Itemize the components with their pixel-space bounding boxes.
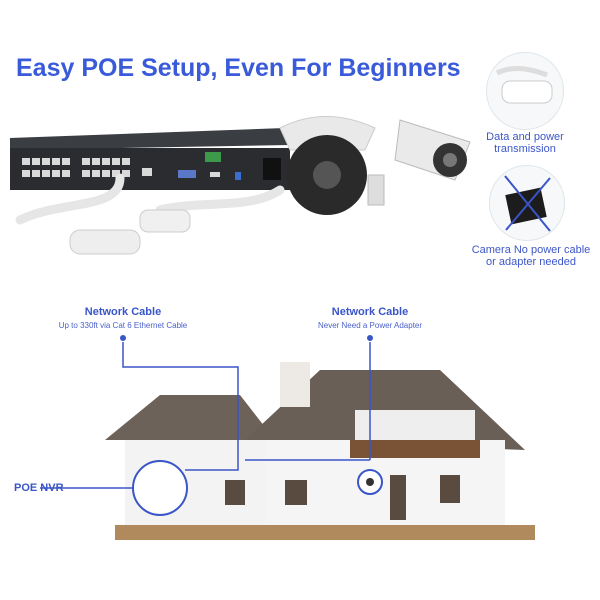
caption-line: transmission — [494, 143, 556, 155]
callout-title: Network Cable — [331, 306, 409, 318]
feature-caption-no-adapter: Camera No power cable or adapter needed — [464, 244, 598, 268]
headline: Easy POE Setup, Even For Beginners — [16, 54, 461, 82]
balcony-railing — [350, 440, 480, 458]
caption-line: or adapter needed — [486, 256, 576, 268]
callout-title: Network Cable — [84, 306, 162, 318]
feature-caption-data-power: Data and power transmission — [470, 131, 580, 155]
bullet-camera-icon — [367, 119, 471, 206]
callout-poe-nvr: POE NVR — [14, 482, 64, 494]
nvr-highlight-icon — [132, 460, 188, 516]
callout-subtitle: Never Need a Power Adapter — [317, 321, 423, 330]
caption-line: Camera No power cable — [471, 244, 591, 256]
house-illustration — [40, 335, 535, 540]
poe-connector-icon — [486, 52, 564, 130]
callout-network-cable-1: Network Cable Up to 330ft via Cat 6 Ethe… — [58, 306, 188, 330]
dome-camera-icon — [279, 116, 376, 215]
cable-connector-icon — [69, 229, 141, 255]
ethernet-cable-icon — [15, 173, 285, 225]
crossed-adapter-icon — [489, 165, 565, 241]
caption-line: Data and power — [486, 131, 564, 143]
callout-subtitle: Up to 330ft via Cat 6 Ethernet Cable — [58, 321, 188, 330]
callout-network-cable-2: Network Cable Never Need a Power Adapter — [305, 306, 435, 330]
nvr-device-icon — [10, 128, 290, 190]
network-cable-path — [40, 342, 371, 489]
nvr-camera-illustration — [10, 116, 471, 255]
